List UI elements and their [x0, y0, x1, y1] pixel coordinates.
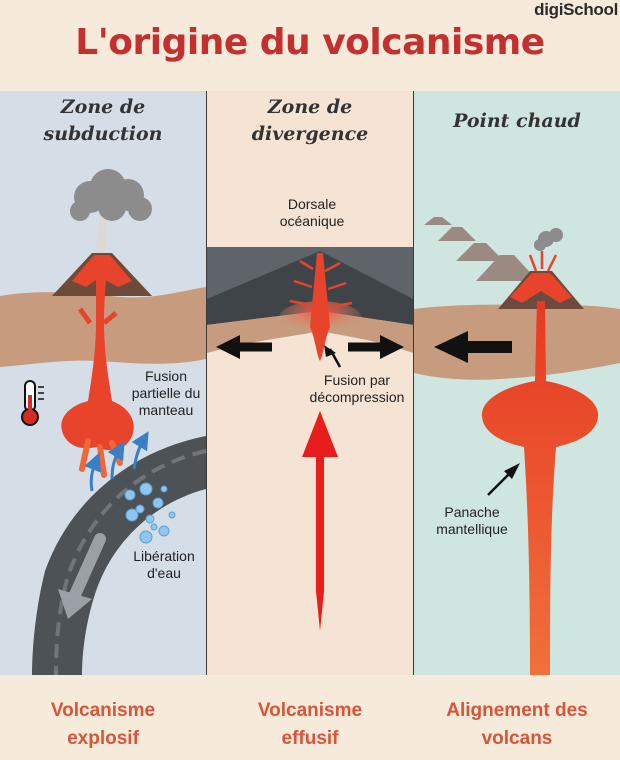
plume-pointer-arrow — [488, 463, 520, 495]
label-line: océanique — [262, 213, 362, 230]
label-partial-melting: Fusion partielle du manteau — [122, 368, 210, 419]
column-title-line: subduction — [0, 121, 206, 148]
caption-line: Volcanisme — [207, 697, 413, 725]
arrow-up-icon — [302, 411, 338, 631]
column-title-line: divergence — [207, 121, 413, 148]
brand-logo: digiSchool — [534, 0, 618, 20]
label-line: d'eau — [118, 565, 210, 582]
label-line: Fusion par — [300, 372, 414, 389]
caption-line: Alignement des — [414, 697, 620, 725]
column-title-hotspot: Point chaud — [414, 108, 620, 135]
label-line: partielle du — [122, 385, 210, 402]
column-title-line: Zone de — [0, 94, 206, 121]
label-oceanic-ridge: Dorsale océanique — [262, 196, 362, 230]
column-title-line: Zone de — [207, 94, 413, 121]
label-line: Panache — [424, 504, 520, 521]
label-mantle-plume: Panache mantellique — [424, 504, 520, 538]
caption-line: volcans — [414, 725, 620, 753]
caption-explosive: Volcanisme explosif — [0, 697, 206, 753]
caption-effusive: Volcanisme effusif — [207, 697, 413, 753]
column-title-divergence: Zone de divergence — [207, 94, 413, 148]
label-line: Fusion — [122, 368, 210, 385]
caption-line: explosif — [0, 725, 206, 753]
caption-line: Volcanisme — [0, 697, 206, 725]
label-line: Libération — [118, 548, 210, 565]
label-line: mantellique — [424, 521, 520, 538]
caption-alignment: Alignement des volcans — [414, 697, 620, 753]
column-title-subduction: Zone de subduction — [0, 94, 206, 148]
page-title: L'origine du volcanisme — [0, 22, 620, 63]
thermometer-icon — [22, 381, 44, 425]
extinct-volcanoes — [424, 217, 538, 281]
label-line: Dorsale — [262, 196, 362, 213]
label-water-release: Libération d'eau — [118, 548, 210, 582]
label-decompression-melting: Fusion par décompression — [300, 372, 414, 406]
fusion-pointer-arrow — [324, 345, 340, 367]
label-line: manteau — [122, 402, 210, 419]
caption-line: effusif — [207, 725, 413, 753]
label-line: décompression — [300, 389, 414, 406]
